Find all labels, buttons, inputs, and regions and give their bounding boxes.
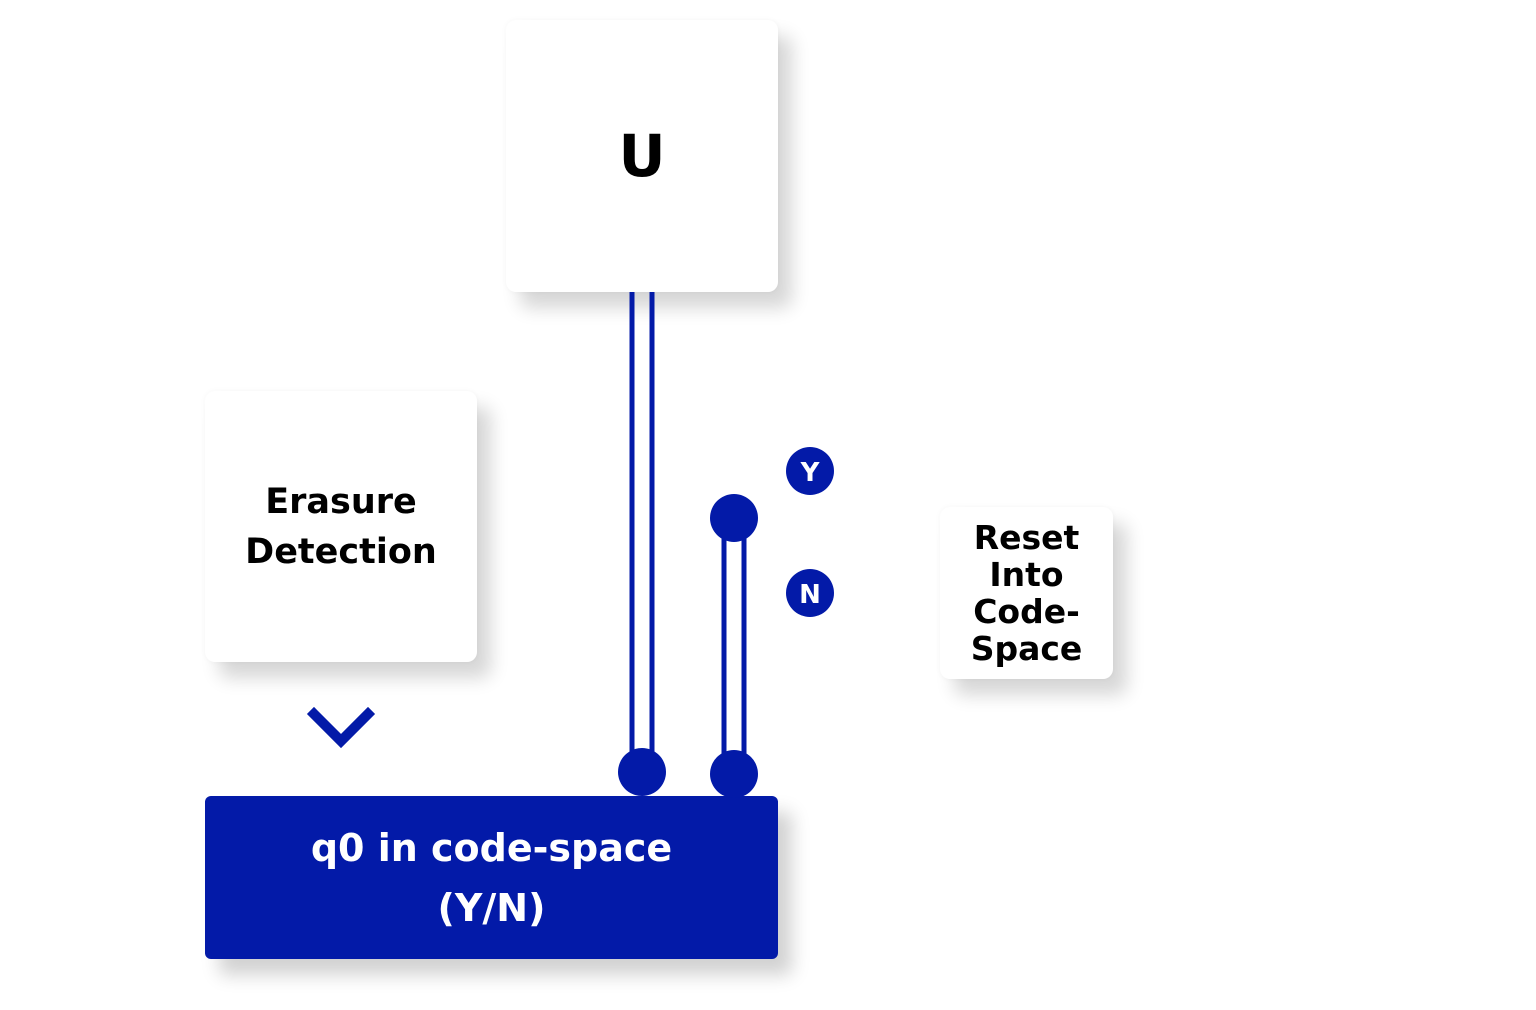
q0-code-space-check-box: q0 in code-space (Y/N) <box>205 796 778 959</box>
yes-branch-badge: Y <box>786 447 834 495</box>
q0-check-label-line-2: (Y/N) <box>437 885 546 930</box>
branch-dot-top <box>710 494 758 542</box>
reset-label-line-2: Into <box>989 555 1064 594</box>
unitary-label: U <box>618 122 666 190</box>
u-to-q0-connector <box>629 292 655 772</box>
connector-dot-u <box>618 748 666 796</box>
no-badge-label: N <box>799 580 821 610</box>
erasure-detection-label-line-2: Detection <box>245 531 437 572</box>
reset-into-code-space-box: Reset Into Code- Space <box>940 507 1113 679</box>
branch-to-q0-connector <box>721 518 747 774</box>
erasure-detection-label-line-1: Erasure <box>265 481 417 522</box>
yes-badge-circle <box>786 447 834 495</box>
chevron-down-icon <box>306 706 376 749</box>
reset-label-line-3: Code- <box>973 592 1080 631</box>
connector-dot-branch <box>710 750 758 798</box>
reset-label-line-4: Space <box>970 629 1083 668</box>
no-badge-circle <box>786 569 834 617</box>
q0-check-label-line-1: q0 in code-space <box>310 825 673 870</box>
erasure-detection-box: Erasure Detection <box>205 391 477 662</box>
unitary-box: U <box>506 20 778 292</box>
yes-badge-label: Y <box>800 458 821 488</box>
no-branch-badge: N <box>786 569 834 617</box>
reset-label-line-1: Reset <box>973 518 1080 557</box>
